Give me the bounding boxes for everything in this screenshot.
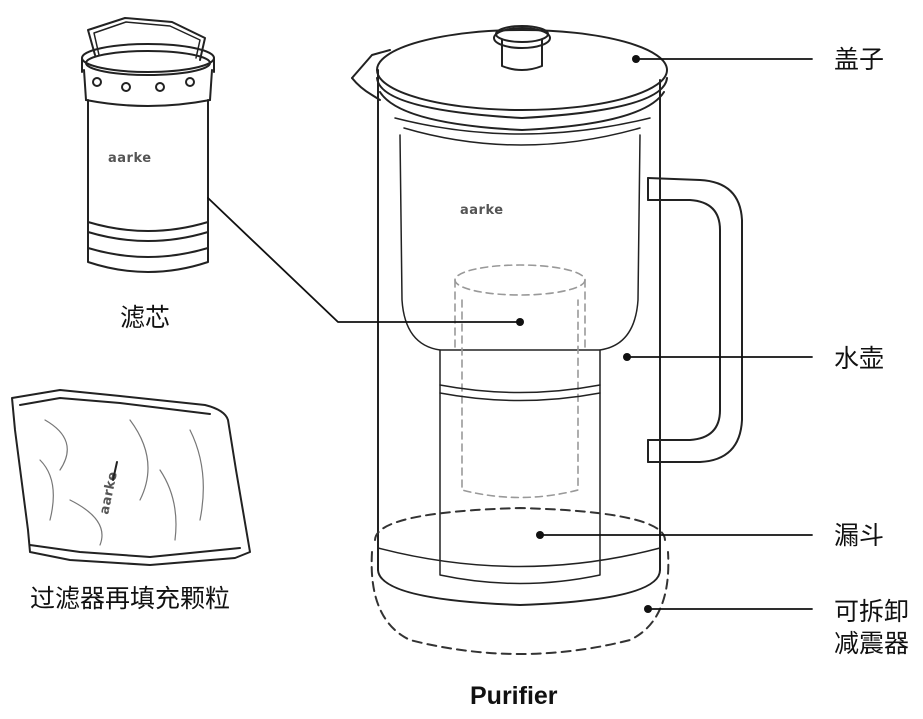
funnel-brand-text: aarke: [460, 203, 504, 218]
label-shock-absorber-line1: 可拆卸: [834, 597, 910, 626]
label-shock-absorber-line2: 减震器: [834, 629, 910, 658]
label-funnel: 漏斗: [834, 521, 885, 550]
leader-dots: [516, 55, 652, 613]
caption-purifier: Purifier: [470, 682, 558, 710]
refill-bag-illustration: aarke: [11, 389, 251, 566]
filter-brand-text: aarke: [108, 151, 152, 166]
label-refill: 过滤器再填充颗粒: [30, 584, 231, 613]
leader-lines: [207, 58, 813, 610]
refill-brand-text: aarke: [97, 470, 121, 516]
label-filter: 滤芯: [120, 303, 171, 332]
label-lid: 盖子: [834, 45, 885, 74]
filter-cartridge-illustration: aarke: [81, 17, 215, 273]
label-pitcher: 水壶: [834, 344, 885, 373]
pitcher-illustration: aarke: [351, 25, 743, 655]
